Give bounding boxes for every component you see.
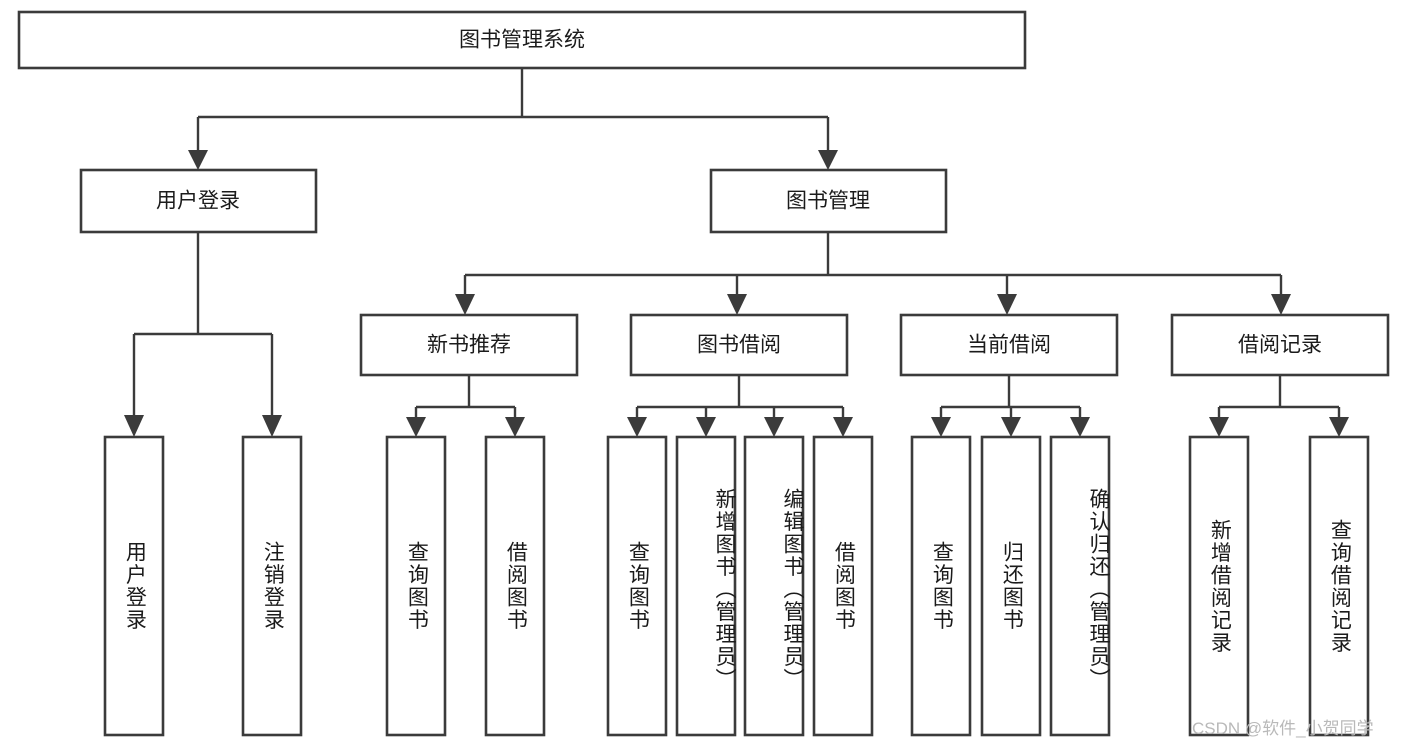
- arrow-head-bb-1: [627, 417, 647, 437]
- node-user-login-label: 用户登录: [156, 190, 240, 213]
- leaf-box-borrow-book-bb[interactable]: [812, 435, 874, 737]
- leaf-box-user-login[interactable]: [103, 435, 165, 737]
- node-borrow-record-box[interactable]: [1170, 313, 1390, 377]
- arrow-head-cb-3: [1070, 417, 1090, 437]
- leaf-box-add-book-admin[interactable]: [675, 435, 737, 737]
- arrow-head-leaf-logout: [262, 415, 282, 437]
- connector-book-management-children: [455, 232, 1291, 315]
- connector-root-to-level2: [188, 68, 838, 170]
- node-root-label: 图书管理系统: [459, 29, 585, 52]
- leaf-box-borrow-book-nbr[interactable]: [484, 435, 546, 737]
- connector-new-book-recommend-children: [406, 375, 525, 437]
- arrow-head-cb-1: [931, 417, 951, 437]
- arrow-head-user-login: [188, 150, 208, 170]
- connector-book-borrow-children: [627, 375, 853, 437]
- leaf-box-return-book[interactable]: [980, 435, 1042, 737]
- node-new-book-recommend-label: 新书推荐: [427, 334, 511, 357]
- arrow-head-book-mgmt: [818, 150, 838, 170]
- node-borrow-record-label: 借阅记录: [1238, 334, 1322, 357]
- leaf-box-add-borrow-record[interactable]: [1188, 435, 1250, 737]
- leaf-box-edit-book-admin[interactable]: [743, 435, 805, 737]
- leaf-boxes-group: [103, 435, 1370, 737]
- arrow-head-leaf-user-login: [124, 415, 144, 437]
- connector-current-borrow-children: [931, 375, 1090, 437]
- node-book-management-box[interactable]: [709, 168, 948, 234]
- node-current-borrow-label: 当前借阅: [967, 334, 1051, 357]
- arrow-head-br-2: [1329, 417, 1349, 437]
- leaf-box-logout[interactable]: [241, 435, 303, 737]
- arrow-head-br-1: [1209, 417, 1229, 437]
- node-current-borrow-box[interactable]: [899, 313, 1119, 377]
- connector-borrow-record-children: [1209, 375, 1349, 437]
- leaf-box-query-book-nbr[interactable]: [385, 435, 447, 737]
- arrow-head-current-borrow: [997, 294, 1017, 315]
- node-root-box[interactable]: [17, 10, 1027, 70]
- node-borrow-record[interactable]: 借阅记录: [1170, 313, 1390, 377]
- arrow-head-borrow-record: [1271, 294, 1291, 315]
- arrow-head-bb-3: [764, 417, 784, 437]
- node-new-book-recommend[interactable]: 新书推荐: [359, 313, 579, 377]
- arrow-head-nbr-2: [505, 417, 525, 437]
- leaf-box-query-borrow-record[interactable]: [1308, 435, 1370, 737]
- arrow-head-cb-2: [1001, 417, 1021, 437]
- node-user-login[interactable]: 用户登录: [79, 168, 318, 234]
- node-book-borrow-label: 图书借阅: [697, 334, 781, 357]
- node-book-borrow[interactable]: 图书借阅: [629, 313, 849, 377]
- connector-user-login-children: [124, 232, 282, 437]
- csdn-watermark: CSDN @软件_小贺同学: [1192, 719, 1374, 738]
- node-book-management-label: 图书管理: [786, 190, 870, 213]
- node-new-book-recommend-box[interactable]: [359, 313, 579, 377]
- node-book-management[interactable]: 图书管理: [709, 168, 948, 234]
- node-current-borrow[interactable]: 当前借阅: [899, 313, 1119, 377]
- leaf-box-query-book-bb[interactable]: [606, 435, 668, 737]
- arrow-head-book-borrow: [727, 294, 747, 315]
- arrow-head-nbr-1: [406, 417, 426, 437]
- arrow-head-bb-4: [833, 417, 853, 437]
- node-root[interactable]: 图书管理系统: [17, 10, 1027, 70]
- arrow-head-bb-2: [696, 417, 716, 437]
- arrow-head-new-book: [455, 294, 475, 315]
- node-book-borrow-box[interactable]: [629, 313, 849, 377]
- leaf-box-confirm-return-admin[interactable]: [1049, 435, 1111, 737]
- leaf-box-query-book-cb[interactable]: [910, 435, 972, 737]
